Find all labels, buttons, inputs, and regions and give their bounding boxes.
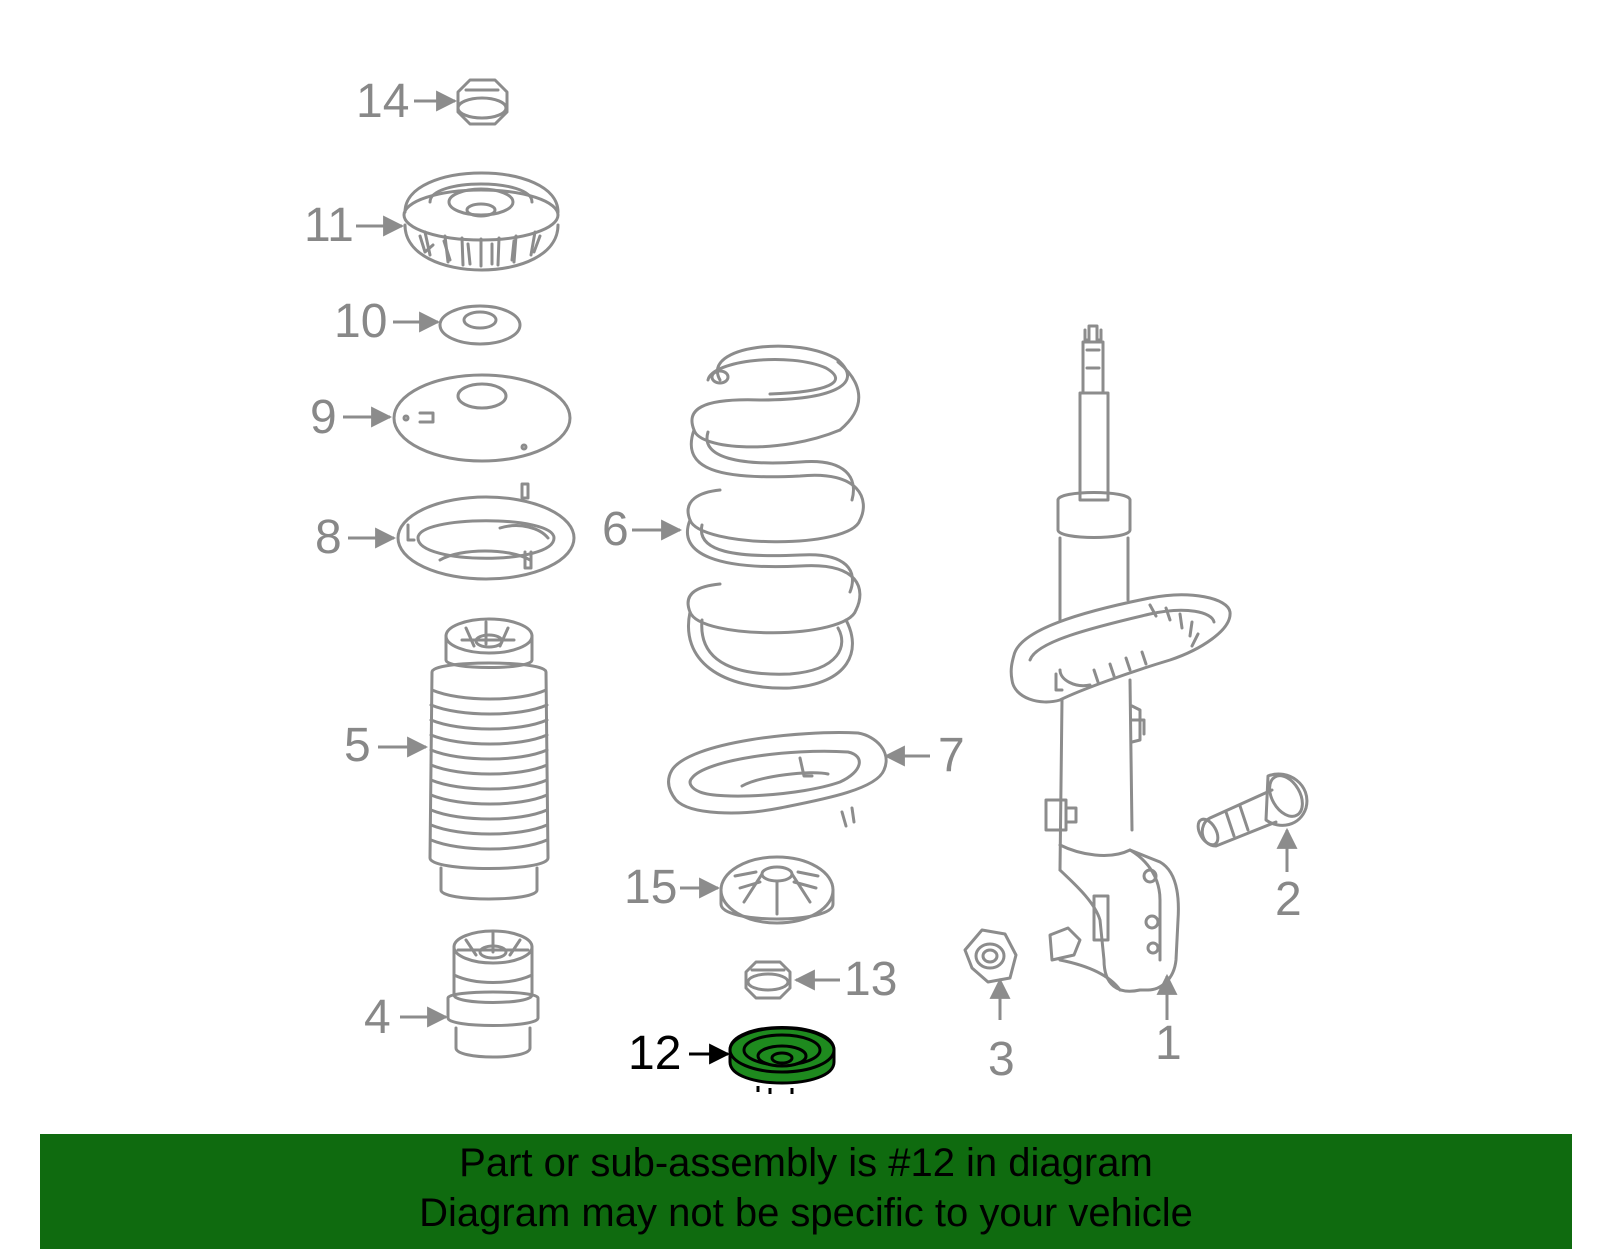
part-10-washer[interactable] — [440, 306, 520, 344]
part-6-coil-spring[interactable] — [687, 346, 863, 688]
callout-4-label[interactable]: 4 — [364, 991, 391, 1044]
part-7-lower-spring-seat[interactable] — [669, 733, 887, 826]
part-1-strut[interactable] — [1011, 326, 1230, 991]
banner-line-2: Diagram may not be specific to your vehi… — [419, 1191, 1193, 1235]
banner-line-1: Part or sub-assembly is #12 in diagram — [459, 1141, 1153, 1185]
callout-10-label[interactable]: 10 — [334, 295, 388, 348]
info-banner: Part or sub-assembly is #12 in diagram D… — [40, 1134, 1572, 1249]
callout-2-label[interactable]: 2 — [1275, 873, 1302, 926]
part-13-nut[interactable] — [746, 962, 790, 998]
callout-7-label[interactable]: 7 — [938, 729, 965, 782]
callout-5-label[interactable]: 5 — [344, 719, 371, 772]
banner-background — [40, 1134, 1572, 1249]
callout-14-label[interactable]: 14 — [356, 75, 410, 128]
callout-15-label[interactable]: 15 — [624, 861, 678, 914]
callout-11-label[interactable]: 11 — [304, 199, 354, 252]
callout-8-label[interactable]: 8 — [315, 511, 342, 564]
callout-1-label[interactable]: 1 — [1155, 1017, 1182, 1070]
part-5-dust-boot[interactable] — [430, 619, 548, 899]
part-4-bump-stop[interactable] — [448, 931, 538, 1057]
callout-6-label[interactable]: 6 — [602, 503, 629, 556]
part-14-nut[interactable] — [458, 80, 507, 124]
callout-12-label[interactable]: 12 — [628, 1027, 682, 1080]
part-2-bolt[interactable] — [1194, 770, 1309, 848]
part-9-plate[interactable] — [394, 375, 570, 461]
part-15-insulator[interactable] — [721, 857, 833, 923]
part-8-spring-seat[interactable] — [398, 484, 574, 579]
callout-9-label[interactable]: 9 — [310, 391, 337, 444]
callout-3-label[interactable]: 3 — [988, 1033, 1015, 1086]
callout-13-label[interactable]: 13 — [844, 953, 898, 1006]
part-3-nut[interactable] — [965, 930, 1016, 982]
part-11-strut-mount[interactable] — [404, 173, 558, 270]
part-12-spring-isolator[interactable] — [730, 1028, 834, 1095]
